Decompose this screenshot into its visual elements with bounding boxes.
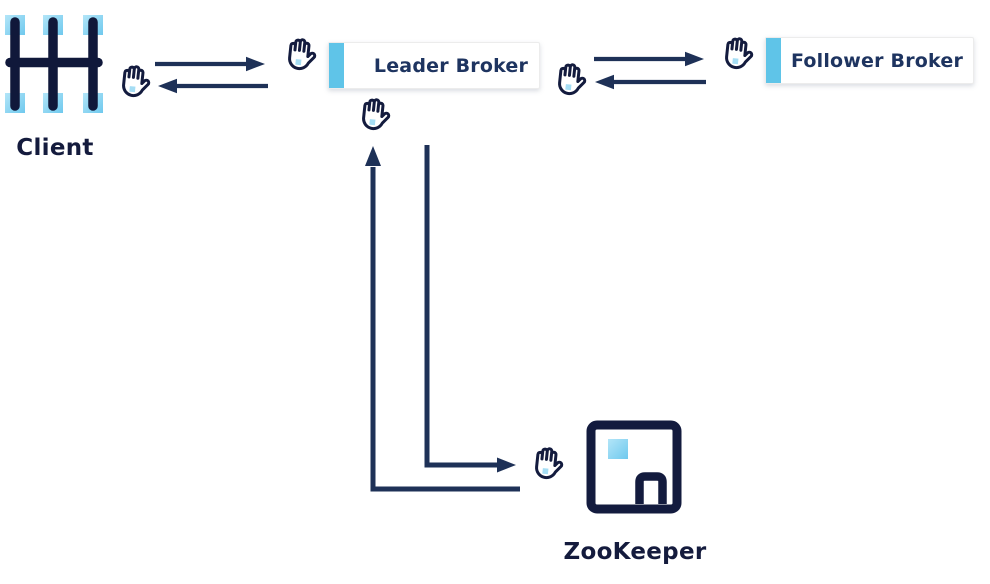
follower-broker-accent-bar [766,38,781,83]
client-label: Client [16,135,94,161]
hand-cursor-icon-client [113,60,153,103]
zookeeper-label: ZooKeeper [563,539,707,565]
zookeeper-building-icon [586,420,682,514]
zookeeper-door-icon [635,472,667,504]
arrowhead-right-icon [246,56,265,72]
follower-broker-node: Follower Broker [765,37,974,84]
hand-cursor-icon-zookeeper [526,442,566,485]
hand-cursor-icon-leader-bottom [353,93,393,136]
arrowhead-right-icon [685,51,704,67]
client-terminals-icon [5,15,103,113]
leader-broker-accent-bar [329,43,344,88]
hand-cursor-icon-leader-left [279,33,319,76]
arrowhead-left-icon [158,78,177,94]
arrowhead-up-icon [365,146,381,166]
arrow-leader-to-zookeeper [424,145,497,468]
hand-cursor-icon-follower [716,32,756,75]
leader-broker-node: Leader Broker [328,42,540,89]
arrow-zookeeper-to-leader [370,167,520,492]
follower-broker-label: Follower Broker [790,49,964,72]
hand-cursor-icon-follower-arrows [549,58,589,101]
arrowhead-right-icon [497,457,516,473]
leader-broker-label: Leader Broker [373,54,529,77]
arrowhead-left-icon [595,74,614,90]
